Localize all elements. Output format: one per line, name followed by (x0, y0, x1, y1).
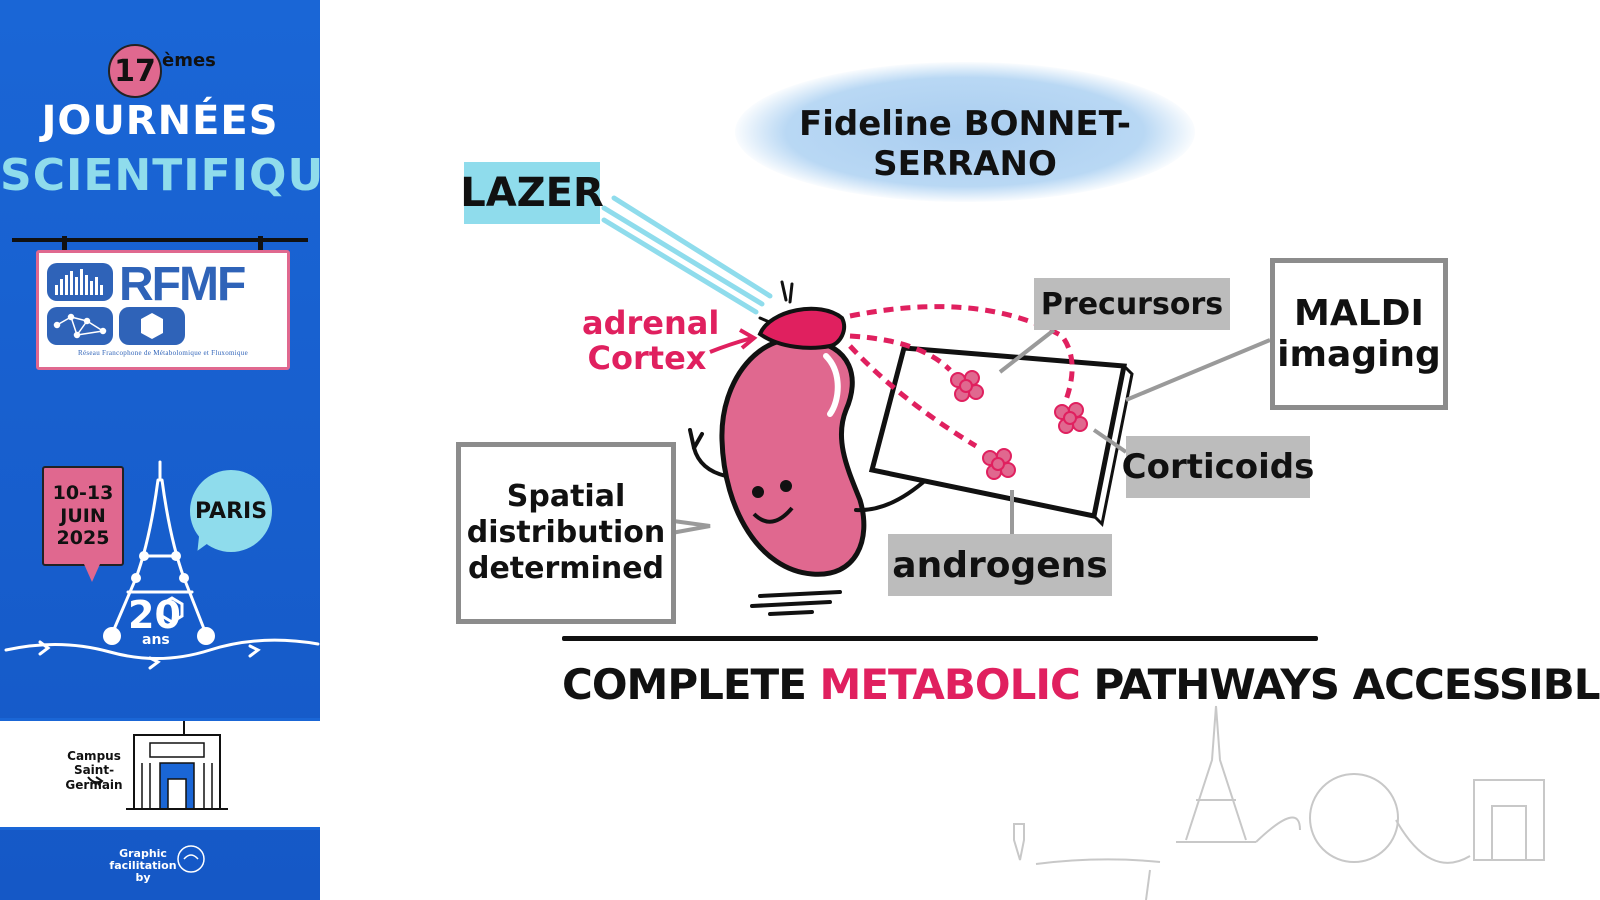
city-bubble: PARIS (190, 470, 272, 552)
rfmf-logo: RFMF Réseau Francophone de Métabolomique… (36, 250, 290, 370)
illustrator-logo-icon (177, 845, 205, 873)
tagline-part1: COMPLETE (562, 660, 807, 709)
date-year: 2025 (56, 527, 110, 550)
adrenal-cortex-label: adrenal Cortex (582, 304, 720, 378)
label-connectors (665, 328, 1271, 536)
logo-spectrum-icon (47, 263, 113, 301)
edition-suffix: èmes (162, 50, 216, 71)
campus-label: Campus Saint-Germain (65, 749, 123, 792)
spatial-distribution-label: Spatial distribution determined (456, 442, 676, 624)
campus-building-icon (87, 721, 228, 810)
tagline-part2: PATHWAYS ACCESSIBLE (1093, 660, 1600, 709)
logo-subtitle: Réseau Francophone de Métabolomique et F… (77, 349, 249, 357)
adrenal-gland (757, 306, 847, 350)
speaker-cloud (735, 62, 1195, 202)
logo-hexagon-icon (119, 307, 185, 345)
lazer-label: LAZER (460, 162, 604, 224)
logo-wordmark: RFMF (119, 258, 246, 311)
androgens-label: androgens (888, 534, 1112, 596)
event-title-line1: JOURNÉES (41, 98, 279, 144)
maldi-slide (868, 345, 1128, 519)
laser-beams (601, 195, 773, 315)
spark-marks (758, 280, 794, 326)
campus-doodles (1013, 705, 1545, 900)
maldi-imaging-label: MALDI imaging (1270, 258, 1448, 410)
event-sidebar: 17 èmes JOURNÉES SCIENTIFIQUES (0, 0, 320, 900)
corticoids-label: Corticoids (1122, 436, 1314, 498)
precursors-label: Precursors (1034, 278, 1230, 330)
molecule-clusters (950, 370, 1088, 480)
kidney-body (719, 336, 867, 577)
anniversary-number: 20 (128, 593, 181, 637)
city-name: PARIS (194, 498, 268, 524)
tagline-highlight: METABOLIC (819, 660, 1081, 709)
campus-band: Campus Saint-Germain (0, 718, 320, 830)
speaker-name: Fideline BONNET-SERRANO (799, 104, 1131, 184)
kidney-face (752, 480, 794, 524)
tagline: COMPLETE METABOLIC PATHWAYS ACCESSIBLE (562, 660, 1600, 709)
tagline-rule (562, 636, 1318, 641)
date-month: JUIN (60, 504, 106, 527)
event-title-line2: SCIENTIFIQUES (0, 150, 320, 201)
anniversary-suffix: ans (142, 632, 170, 648)
logo-network-icon (47, 307, 113, 345)
eiffel-tower-icon: 20 (4, 460, 320, 670)
event-date-badge: 10-13 JUIN 2025 (42, 466, 124, 582)
date-days: 10-13 (52, 481, 114, 504)
sign-hanger (12, 236, 308, 250)
graphic-credit: Graphic facilitation by (109, 847, 177, 885)
edition-number: 17 (108, 44, 162, 98)
